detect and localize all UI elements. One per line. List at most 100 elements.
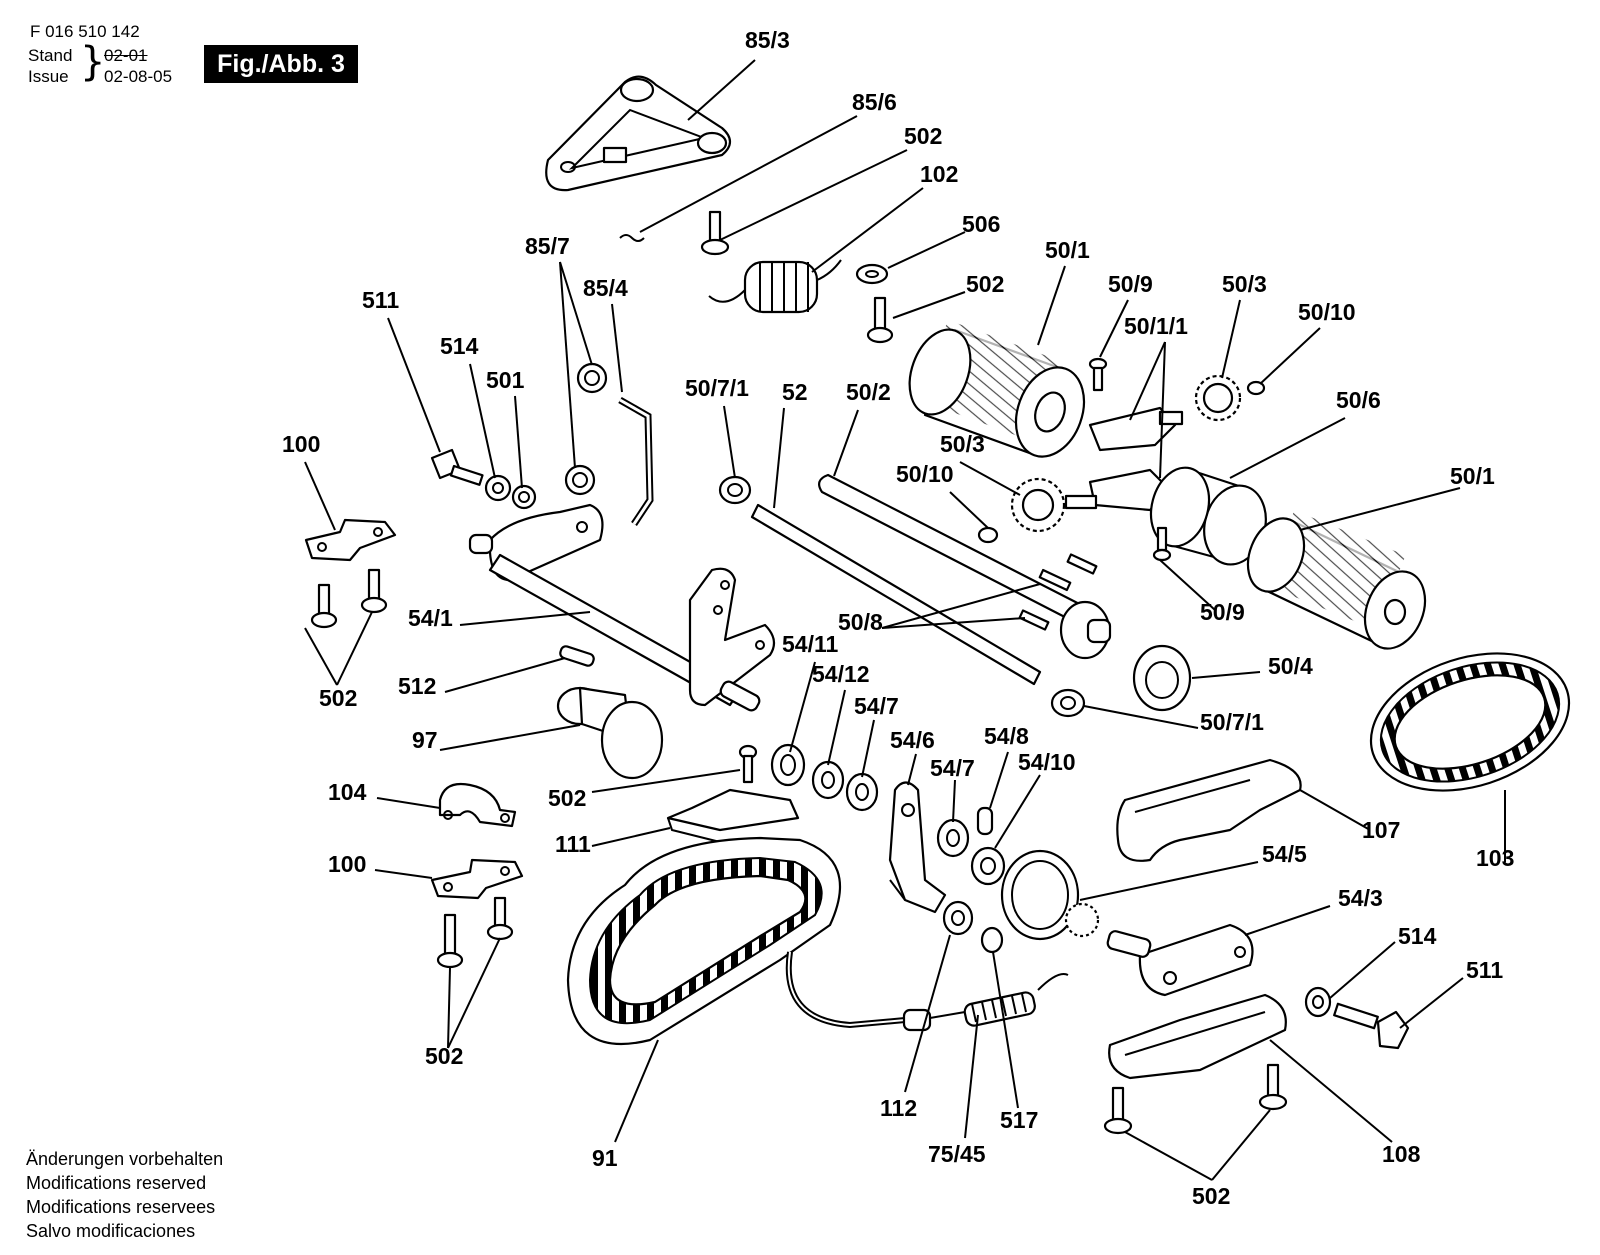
callout-512: 512	[398, 673, 436, 699]
callout-75-45: 75/45	[928, 1141, 986, 1167]
callout-50-7-1: 50/7/1	[685, 375, 749, 401]
footer-line-de: Änderungen vorbehalten	[26, 1149, 224, 1169]
part-54-10-washer	[970, 846, 1006, 886]
callout-54-7: 54/7	[930, 755, 975, 781]
callout-50-10: 50/10	[896, 461, 954, 487]
callout-502: 502	[966, 271, 1004, 297]
callout-50-8: 50/8	[838, 609, 883, 635]
callout-502: 502	[425, 1043, 463, 1069]
part-50-3-gear-upper	[1194, 374, 1242, 422]
callout-91: 91	[592, 1145, 618, 1171]
callout-54-12: 54/12	[812, 661, 870, 687]
part-97-knob	[556, 686, 664, 780]
callout-54-6: 54/6	[890, 727, 935, 753]
part-54-1-shaft	[468, 503, 742, 707]
callout-111: 111	[555, 831, 591, 857]
callout-85-6: 85/6	[852, 89, 897, 115]
callout-50-1: 50/1	[1045, 237, 1090, 263]
part-91-toothed-belt	[566, 836, 842, 1045]
part-501-lock-washer	[511, 484, 537, 510]
issue-label: Issue	[28, 67, 69, 86]
part-514-washer	[484, 474, 512, 502]
part-54-11-clip	[770, 743, 806, 787]
document-number: F 016 510 142	[30, 22, 140, 41]
part-50-7-1-bushing-lower	[1050, 688, 1086, 718]
callout-112: 112	[880, 1095, 917, 1121]
part-502-screws-left	[310, 568, 388, 629]
part-50-4-cap	[1132, 644, 1192, 712]
leader-lines	[304, 59, 1506, 1181]
part-502-screws-lower-right	[1103, 1063, 1288, 1135]
callout-50-6: 50/6	[1336, 387, 1381, 413]
part-111-bracket	[666, 788, 800, 843]
part-54-7-washer	[845, 772, 879, 812]
callout-54-7: 54/7	[854, 693, 899, 719]
part-102-spring	[708, 259, 842, 314]
old-stand-date: 02-01	[104, 46, 148, 65]
callout-103: 103	[1476, 845, 1514, 871]
callout-54-1: 54/1	[408, 605, 453, 631]
callout-514: 514	[1398, 923, 1437, 949]
part-512-pin	[559, 645, 595, 667]
part-85-6-clip	[619, 234, 645, 242]
callout-100: 100	[328, 851, 366, 877]
footer-line-fr: Modifications reservees	[26, 1197, 216, 1217]
callout-506: 506	[962, 211, 1000, 237]
part-112-bushing	[942, 900, 974, 936]
part-506-washer	[855, 263, 889, 285]
callout-50-10: 50/10	[1298, 299, 1356, 325]
part-511-bolt-right	[1333, 1002, 1410, 1050]
callout-97: 97	[412, 727, 438, 753]
callout-labels: 85/3 85/6 502 102 506 502 50/1 50/9 50/3…	[282, 27, 1514, 1209]
footer-line-es: Salvo modificaciones	[26, 1221, 196, 1241]
part-514-washer-right	[1304, 986, 1332, 1018]
callout-50-3: 50/3	[940, 431, 985, 457]
callout-50-9: 50/9	[1108, 271, 1153, 297]
callout-502: 502	[904, 123, 942, 149]
callout-50-1-1: 50/1/1	[1124, 313, 1188, 339]
callout-52: 52	[782, 379, 808, 405]
part-54-5-clutch-pulley	[1000, 849, 1100, 941]
callout-54-10: 54/10	[1018, 749, 1076, 775]
callout-102: 102	[920, 161, 958, 187]
part-50-10-washer-lower	[977, 526, 999, 544]
callout-517: 517	[1000, 1107, 1038, 1133]
callout-502: 502	[1192, 1183, 1230, 1209]
part-502-screw	[700, 210, 730, 256]
figure-label: Fig./Abb. 3	[204, 45, 358, 83]
part-50-3-gear-lower	[1010, 477, 1066, 533]
part-100-clamp-plate-lower	[430, 858, 524, 900]
part-54-3-lever-plate	[1106, 923, 1254, 997]
part-50-1-1-brackets	[1064, 406, 1184, 512]
part-50-8-hub	[1018, 553, 1112, 660]
stand-label: Stand	[28, 46, 73, 65]
part-50-7-1-bushing	[718, 475, 752, 505]
callout-502: 502	[548, 785, 586, 811]
part-50-1-roller-upper	[908, 320, 1086, 458]
part-54-lever	[688, 567, 776, 712]
part-54-8-pin	[976, 806, 994, 836]
part-50-9-screw-lower	[1152, 526, 1172, 562]
part-75-45-cable	[785, 951, 1069, 1032]
callout-511: 511	[362, 287, 399, 313]
part-107-cover	[1116, 758, 1302, 862]
callout-50-3: 50/3	[1222, 271, 1267, 297]
callout-502: 502	[319, 685, 357, 711]
bracket-icon: }	[80, 39, 106, 85]
callout-50-1: 50/1	[1450, 463, 1495, 489]
callout-85-7: 85/7	[525, 233, 570, 259]
issue-date: 02-08-05	[104, 67, 173, 86]
part-100-clamp-plate	[304, 518, 397, 562]
part-103-toothed-belt	[1369, 652, 1571, 792]
callout-54-11: 54/11	[782, 631, 838, 657]
part-502-screws-lower-left	[436, 896, 514, 969]
callout-100: 100	[282, 431, 320, 457]
part-108-lower-cover	[1108, 993, 1287, 1080]
part-54-6-lever	[888, 781, 947, 914]
callout-85-3: 85/3	[745, 27, 790, 53]
callout-54-3: 54/3	[1338, 885, 1383, 911]
callout-50-7-1: 50/7/1	[1200, 709, 1264, 735]
callout-511: 511	[1466, 957, 1503, 983]
